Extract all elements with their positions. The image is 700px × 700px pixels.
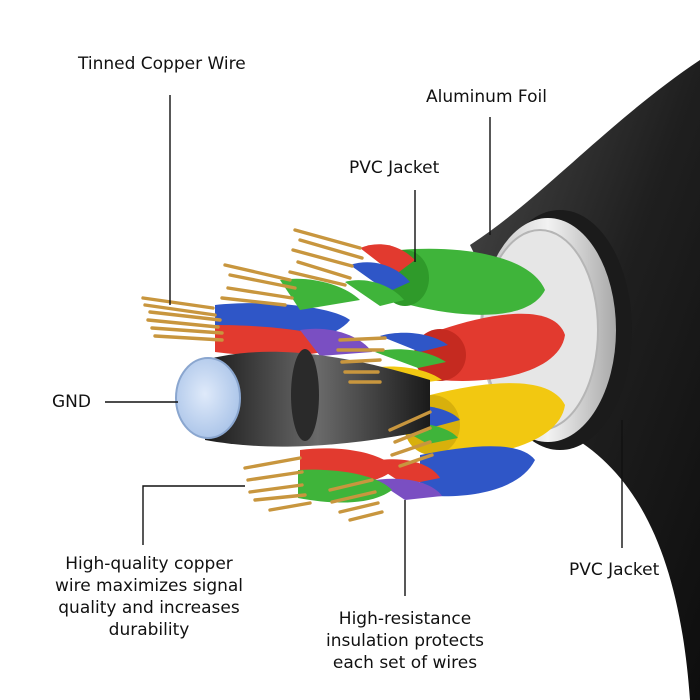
insulation-note-line: each set of wires	[332, 653, 478, 673]
copper-note-line: durability	[108, 620, 190, 640]
insulation-note: High-resistance insulation protects each…	[305, 608, 505, 674]
label-aluminum-foil: Aluminum Foil	[426, 87, 547, 107]
insulation-note-line: insulation protects	[325, 631, 485, 651]
copper-note-line: quality and increases	[58, 598, 240, 618]
label-tinned-copper-wire: Tinned Copper Wire	[78, 54, 246, 74]
leader-lines	[105, 95, 623, 596]
label-gnd: GND	[52, 392, 91, 412]
copper-strands	[141, 228, 434, 522]
copper-note: High-quality copper wire maximizes signa…	[40, 553, 258, 641]
gnd-conductor	[175, 349, 430, 447]
label-pvc-jacket-inner: PVC Jacket	[349, 158, 440, 178]
copper-note-line: High-quality copper	[65, 554, 233, 574]
label-pvc-jacket-outer: PVC Jacket	[569, 560, 660, 580]
copper-note-line: wire maximizes signal	[54, 576, 244, 596]
leader-copper-note	[142, 485, 245, 545]
insulation-note-line: High-resistance	[338, 609, 472, 629]
